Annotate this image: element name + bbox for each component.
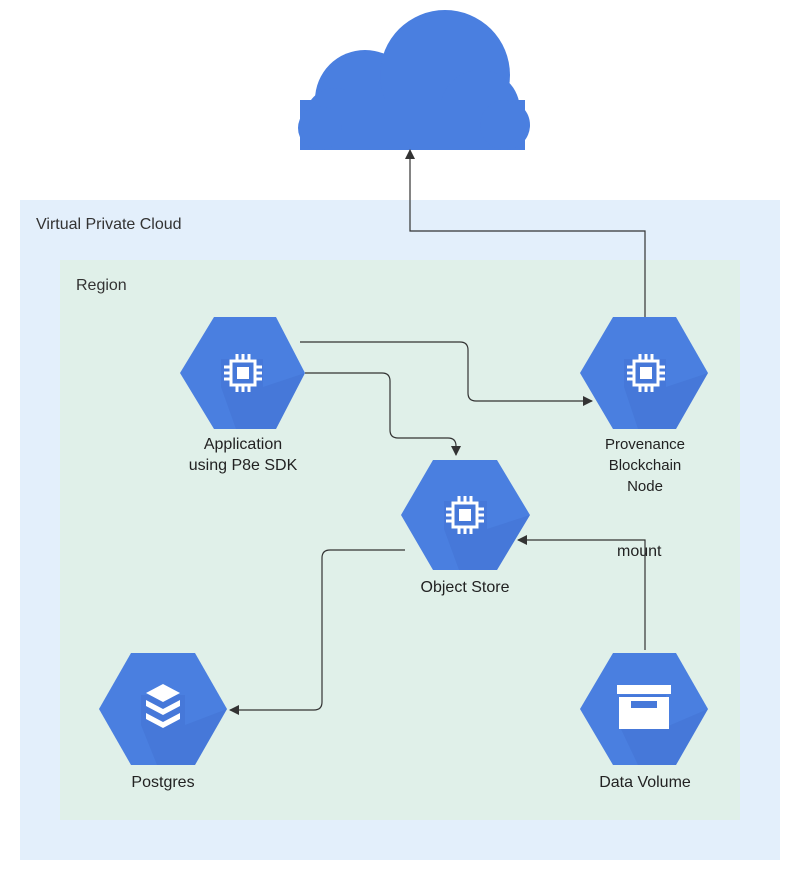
edge-provenance-to-internet [405,149,646,318]
node-data-volume[interactable] [580,653,708,765]
mount-edge-label: mount [617,543,662,560]
application-label-line2: using P8e SDK [188,457,298,474]
application-label-line1: Application [203,436,283,453]
edge-application-to-provenance [300,341,593,406]
database-layers-icon [146,684,180,728]
edge-object-store-to-postgres [229,549,405,715]
region-label: Region [76,277,127,294]
edge-application-to-object-store [305,372,461,456]
provenance-label-line2: Blockchain [608,457,682,474]
node-postgres[interactable] [99,653,227,765]
chip-icon [444,494,486,536]
data-volume-label: Data Volume [599,774,691,791]
storage-drawer-icon [617,685,671,729]
postgres-label: Postgres [131,774,195,791]
cloud-icon [298,10,530,150]
provenance-label-line1: Provenance [604,436,686,453]
provenance-label: Provenance Blockchain Node [605,434,685,497]
provenance-label-line3: Node [627,478,663,495]
application-label: Application using P8e SDK [189,434,298,476]
node-provenance[interactable] [580,317,708,429]
object-store-label: Object Store [420,579,510,596]
vpc-label: Virtual Private Cloud [36,216,182,233]
chip-icon [222,352,264,394]
node-object-store[interactable] [401,460,530,570]
edge-data-volume-to-object-store [517,535,646,650]
chip-icon [625,352,667,394]
node-application[interactable] [180,317,305,429]
